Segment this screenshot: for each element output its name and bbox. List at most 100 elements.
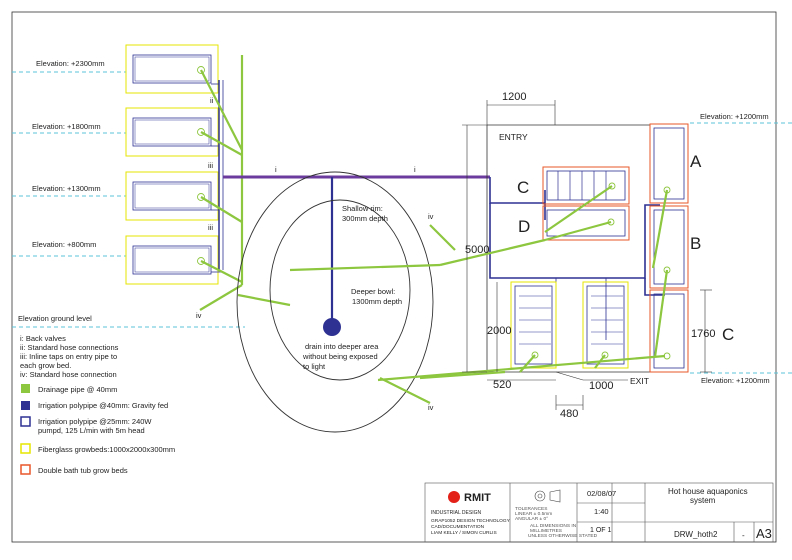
elevation-lines xyxy=(12,71,792,374)
drawing-title-2: system xyxy=(690,496,716,505)
dim-height-total: 5000 xyxy=(465,244,489,256)
legend-label-bathtub: Double bath tub grow beds xyxy=(38,466,128,475)
rmit-logo-mark xyxy=(448,491,460,503)
legend-note-3: iii: Inline taps on entry pipe to xyxy=(20,352,117,361)
bed-b-label: B xyxy=(690,234,701,253)
sheet-size: A3 xyxy=(756,526,772,541)
legend-label-drain: Drainage pipe @ 40mm xyxy=(38,385,117,394)
growbed-1800 xyxy=(125,107,219,157)
bed-d-label: D xyxy=(518,217,530,236)
dim-gap-480: 480 xyxy=(560,408,578,420)
drawing-number: DRW_hoth2 xyxy=(674,530,718,539)
drainage-pipes-left xyxy=(199,55,291,311)
tolerance-2: LINEAR ± 0.5mm xyxy=(515,511,552,517)
bed-inner2-1300 xyxy=(134,183,210,209)
pond-shallow-2: 300mm depth xyxy=(342,214,388,223)
main-irrigation-pipe xyxy=(223,175,490,336)
mark-i-2: i xyxy=(414,165,416,174)
mark-iv-2: iv xyxy=(428,212,434,221)
tolerance-3: ANGULAR ± 0° xyxy=(515,516,548,522)
dims-note-1: ALL DIMENSIONS IN xyxy=(530,523,577,529)
exit-label: EXIT xyxy=(630,376,649,386)
bathtub-bed-a xyxy=(649,123,689,204)
bathtub-bed-c xyxy=(542,166,630,205)
entry-label: ENTRY xyxy=(499,132,528,142)
school-label: INDUSTRIAL DESIGN xyxy=(431,510,481,516)
elevation-label-right-bottom: Elevation: +1200mm xyxy=(701,376,770,385)
legend-label-fiberglass: Fiberglass growbeds:1000x2000x300mm xyxy=(38,445,175,454)
course-line-2: CAD/DOCUMENTATION xyxy=(431,524,485,530)
legend-note-4: each grow bed. xyxy=(20,361,71,370)
dim-top-width: 1200 xyxy=(502,91,526,103)
legend-swatch-bathtub xyxy=(20,464,31,475)
pond xyxy=(236,171,434,433)
pond-drain xyxy=(323,318,341,336)
bed-inner2-1800 xyxy=(134,119,210,145)
growbed-1300 xyxy=(125,171,219,221)
pond-deeper-2: 1300mm depth xyxy=(352,297,402,306)
title-block xyxy=(424,482,774,543)
bathtub-bed-c-right xyxy=(649,289,689,373)
bed-inner-800 xyxy=(132,245,212,275)
pond-deeper-1: Deeper bowl: xyxy=(351,287,395,296)
mark-iv-3: iv xyxy=(428,403,434,412)
course-line-3: LIAM KELLY / SIMON CURLIS xyxy=(431,530,497,536)
pond-drain-2: without being exposed xyxy=(302,352,378,361)
growbed-800 xyxy=(125,235,219,285)
revision-value: - xyxy=(742,531,745,540)
dim-gap-520: 520 xyxy=(493,379,511,391)
sheet-border xyxy=(11,11,777,543)
elevation-label-right-top: Elevation: +1200mm xyxy=(700,112,769,121)
bed-d-inner xyxy=(546,209,626,237)
elevation-label-800: Elevation: +800mm xyxy=(32,240,96,249)
bed-d-outer xyxy=(542,205,630,241)
elevation-label-1800: Elevation: +1800mm xyxy=(32,122,101,131)
drawing-title-1: Hot house aquaponics xyxy=(668,487,748,496)
pond-drain-3: to light xyxy=(303,362,326,371)
title-block-frame xyxy=(424,482,774,543)
pond-shallow-1: Shallow rim: xyxy=(342,204,383,213)
date-value: 02/08/07 xyxy=(587,489,616,498)
legend-swatch-fiberglass xyxy=(20,443,31,454)
legend: i: Back valves ii: Standard hose connect… xyxy=(20,334,175,475)
bathtub-bed-b xyxy=(649,205,689,289)
stacked-growbeds xyxy=(125,44,219,285)
legend-note-5: iv: Standard hose connection xyxy=(20,370,117,379)
bathtub-bed-d xyxy=(542,205,630,241)
legend-label-irrigation-40: Irrigation polypipe @40mm: Gravity fed xyxy=(38,401,168,410)
bed-inner-1800 xyxy=(132,117,212,147)
dims-note-2: MILLIMETRES xyxy=(530,528,562,534)
bed-inner2-2300 xyxy=(134,56,210,82)
mark-iv-1: iv xyxy=(196,311,202,320)
bed-inner2-800 xyxy=(134,247,210,273)
elevation-label-ground: Elevation ground level xyxy=(18,314,92,323)
legend-swatch-drain xyxy=(21,384,30,393)
bed-inner-1300 xyxy=(132,181,212,211)
growbed-2300 xyxy=(125,44,219,94)
sheet-value: 1 OF 1 xyxy=(590,527,612,534)
pond-outer-rim xyxy=(236,171,434,433)
legend-swatch-irrigation-40 xyxy=(21,401,30,410)
pond-drain-1: drain into deeper area xyxy=(305,342,379,351)
dim-right-bed: 1760 xyxy=(691,328,715,340)
scale-value: 1:40 xyxy=(594,507,609,516)
mark-i-1: i xyxy=(275,165,277,174)
elevation-label-2300: Elevation: +2300mm xyxy=(36,59,105,68)
course-line-1: GRAP1052 DESIGN TECHNOLOGY xyxy=(431,518,511,524)
legend-note-2: ii: Standard hose connections xyxy=(20,343,119,352)
tolerance-1: TOLERANCES xyxy=(515,506,547,512)
bed-c-label: C xyxy=(517,178,529,197)
dim-gap-1000: 1000 xyxy=(589,380,613,392)
projection-symbol-icon xyxy=(534,489,561,503)
legend-note-1: i: Back valves xyxy=(20,334,66,343)
bed-c-inner xyxy=(546,170,626,201)
legend-label-irrigation-25b: pumpd, 125 L/min with 5m head xyxy=(38,426,145,435)
greenhouse-irrigation xyxy=(489,177,665,340)
dims-note-3: UNLESS OTHERWISE STATED xyxy=(528,533,598,539)
legend-swatch-irrigation-25 xyxy=(20,416,31,427)
mark-iii-2: iii xyxy=(208,223,213,232)
bed-c-outer xyxy=(542,166,630,205)
pond-inner-bowl xyxy=(269,199,411,381)
bed-inner-2300 xyxy=(132,54,212,84)
